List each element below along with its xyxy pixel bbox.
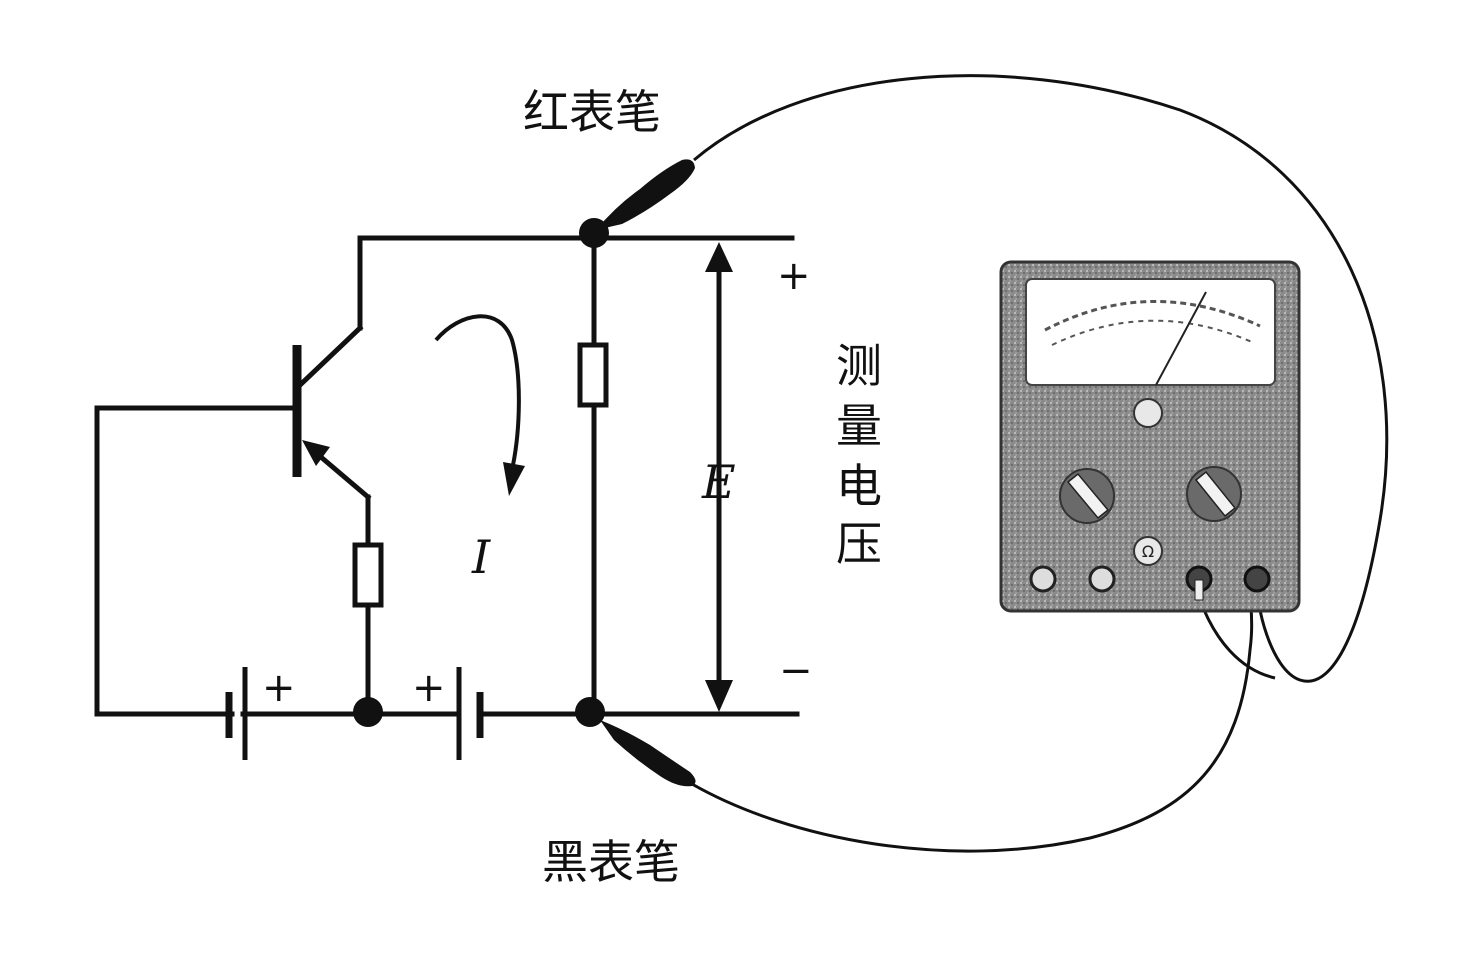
meter-jacks xyxy=(1029,565,1271,601)
meter-scale xyxy=(1044,300,1261,332)
meter-needle xyxy=(1155,291,1207,386)
circuit-wires xyxy=(94,235,800,717)
node-bottom-middle xyxy=(353,697,383,727)
battery-left xyxy=(225,667,248,760)
minus-terminal-label: − xyxy=(779,648,813,694)
current-label: I xyxy=(471,530,491,584)
emitter-resistor xyxy=(352,542,384,608)
range-selector-right xyxy=(1186,466,1242,522)
red-probe xyxy=(596,74,1389,683)
battery-right-plus-label: + xyxy=(412,665,446,711)
voltage-arrow xyxy=(705,242,733,712)
black-probe xyxy=(600,584,1276,853)
measure-voltage-label: 测 量 电 压 xyxy=(836,339,882,571)
measure-voltage-char-2: 量 xyxy=(836,399,882,453)
range-selector-left xyxy=(1059,468,1115,524)
plus-terminal-label: + xyxy=(777,253,811,299)
battery-right xyxy=(456,667,484,760)
battery-left-plus-label: + xyxy=(262,665,296,711)
red-probe-label: 红表笔 xyxy=(523,85,661,139)
emf-label: E xyxy=(701,455,736,509)
black-probe-label: 黑表笔 xyxy=(542,835,680,889)
current-arrow xyxy=(434,314,525,496)
node-bottom-right xyxy=(575,697,605,727)
multimeter: Ω xyxy=(999,260,1301,613)
measure-voltage-char-1: 测 xyxy=(836,339,882,393)
meter-display xyxy=(1025,278,1276,386)
ohm-adjust-knob xyxy=(1133,536,1163,566)
transistor xyxy=(292,324,372,501)
measure-voltage-char-3: 电 xyxy=(836,459,882,513)
load-resistor xyxy=(577,342,609,408)
measure-voltage-char-4: 压 xyxy=(836,517,882,571)
zero-adjust-knob xyxy=(1133,398,1163,428)
ohm-symbol: Ω xyxy=(1142,542,1154,561)
